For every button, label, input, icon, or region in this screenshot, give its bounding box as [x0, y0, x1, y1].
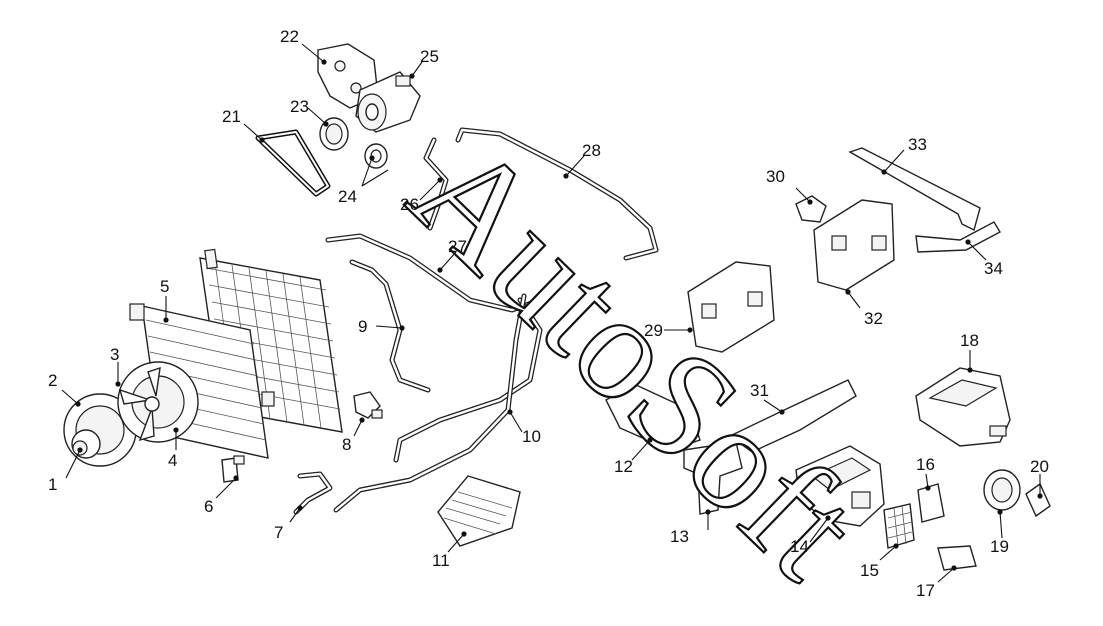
- label-17: 17: [916, 581, 935, 600]
- label-33: 33: [908, 135, 927, 154]
- idler-pulley: [364, 143, 388, 169]
- ventilation-parts: [687, 147, 1001, 353]
- label-9: 9: [358, 317, 367, 336]
- bracket: [221, 455, 245, 483]
- label-27: 27: [448, 237, 467, 256]
- label-4: 4: [168, 451, 177, 470]
- label-6: 6: [204, 497, 213, 516]
- label-25: 25: [420, 47, 439, 66]
- label-14: 14: [790, 537, 809, 556]
- label-22: 22: [280, 27, 299, 46]
- label-12: 12: [614, 457, 633, 476]
- drive-belt: [255, 129, 331, 197]
- label-5: 5: [160, 277, 169, 296]
- label-31: 31: [750, 381, 769, 400]
- label-7: 7: [274, 523, 283, 542]
- label-18: 18: [960, 331, 979, 350]
- leader-lines: [61, 43, 1043, 583]
- label-23: 23: [290, 97, 309, 116]
- label-3: 3: [110, 345, 119, 364]
- label-24: 24: [338, 187, 357, 206]
- label-2: 2: [48, 371, 57, 390]
- filters: [883, 483, 977, 571]
- part-number-labels: 1 2 3 4 5 6 7 8 9 10 11 12 13 14 15 16 1…: [48, 27, 1049, 600]
- label-21: 21: [222, 107, 241, 126]
- label-10: 10: [522, 427, 541, 446]
- label-11: 11: [432, 551, 450, 570]
- cooling-fan: [117, 361, 199, 443]
- label-8: 8: [342, 435, 351, 454]
- pressure-switch: [353, 391, 383, 419]
- label-20: 20: [1030, 457, 1049, 476]
- label-19: 19: [990, 537, 1009, 556]
- label-1: 1: [48, 475, 57, 494]
- blower-housing: [915, 367, 1011, 447]
- label-13: 13: [670, 527, 689, 546]
- ac-compressor: [355, 71, 421, 133]
- label-26: 26: [400, 195, 419, 214]
- label-15: 15: [860, 561, 879, 580]
- label-16: 16: [916, 455, 935, 474]
- label-29: 29: [644, 321, 663, 340]
- label-32: 32: [864, 309, 883, 328]
- blower-motor: [983, 469, 1051, 518]
- receiver-drier: [437, 475, 521, 547]
- label-28: 28: [582, 141, 601, 160]
- ac-hoses: [293, 127, 659, 515]
- air-duct-assembly: [605, 379, 857, 515]
- label-34: 34: [984, 259, 1003, 278]
- label-30: 30: [766, 167, 785, 186]
- heater-unit: [795, 445, 885, 527]
